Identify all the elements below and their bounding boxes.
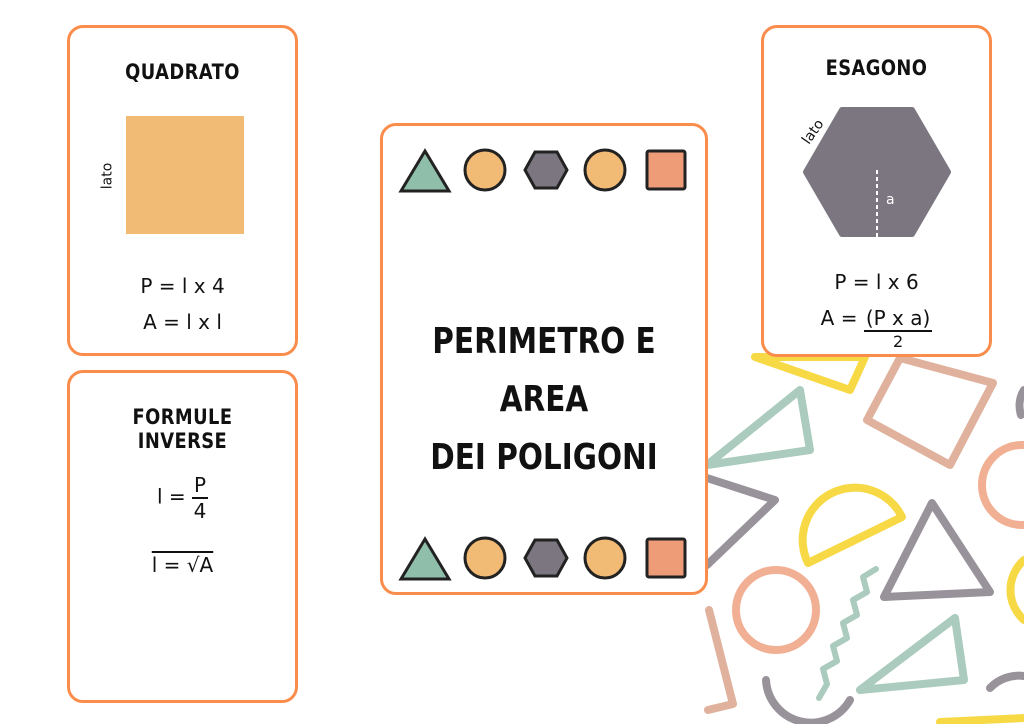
shape-icons-bottom [398, 536, 687, 581]
gray-arc-shape [986, 671, 1024, 692]
circle-icon [463, 536, 507, 580]
card-title: QUADRATO [125, 60, 240, 84]
apothem-label: a [886, 192, 895, 208]
card-title: FORMULE INVERSE [132, 405, 233, 453]
main-title: PERIMETRO E AREA DEI POLIGONI [412, 313, 676, 487]
fraction: (P x a)2 [863, 306, 933, 351]
triangle-icon [398, 148, 452, 193]
gray-triangle-shape [703, 474, 779, 569]
numerator: (P x a) [863, 306, 933, 332]
green-triangle-shape [856, 614, 968, 694]
area-formula: A = (P x a)2 [764, 306, 989, 351]
side-label: lato [99, 162, 116, 190]
title-line-2: DEI POLIGONI [430, 437, 658, 478]
yellow-line-shape [936, 714, 1024, 724]
square-icon [645, 149, 687, 191]
square-icon [645, 537, 687, 579]
circle-icon [583, 148, 627, 192]
shape-icons-top [398, 148, 687, 193]
area-formula: A = l x l [143, 310, 222, 334]
circle-icon [583, 536, 627, 580]
card-title: ESAGONO [825, 56, 928, 80]
hexagon-diagram [803, 107, 951, 237]
gray-arc-shape [762, 676, 854, 724]
hexagon-icon [523, 150, 569, 190]
gray-arc-shape [1015, 386, 1024, 419]
area-prefix: A = [820, 306, 858, 330]
perimeter-formula: P = l x 6 [834, 270, 919, 294]
yellow-arc-shape [1006, 556, 1024, 624]
salmon-circle-shape [732, 566, 820, 654]
denominator: 2 [892, 332, 904, 351]
yellow-triangle-shape [751, 353, 869, 394]
square-shape [126, 116, 244, 234]
circle-icon [463, 148, 507, 192]
denominator: 4 [193, 499, 207, 523]
rose-line-shape [704, 606, 737, 714]
green-triangle-shape [703, 386, 814, 469]
rose-square-shape [863, 354, 997, 469]
l-equals: l = [156, 484, 186, 509]
title-line-1: PERIMETRO E AREA [432, 321, 656, 420]
esagono-card: ESAGONO a lato P = l x 6 A = (P x a)2 [761, 25, 992, 357]
triangle-icon [398, 536, 452, 581]
numerator: P [191, 473, 209, 499]
quadrato-card: QUADRATO lato P = l x 4 A = l x l [67, 25, 298, 356]
green-zigzag-shape [816, 566, 879, 701]
title-card: PERIMETRO E AREA DEI POLIGONI [380, 123, 708, 595]
hexagon-icon [523, 538, 569, 578]
side-from-area-formula: l = √A [151, 553, 214, 577]
gray-triangle-shape [880, 499, 994, 601]
yellow-semicircle-shape [798, 483, 906, 567]
perimeter-formula: P = l x 4 [140, 274, 225, 298]
salmon-circle-shape [978, 441, 1024, 529]
